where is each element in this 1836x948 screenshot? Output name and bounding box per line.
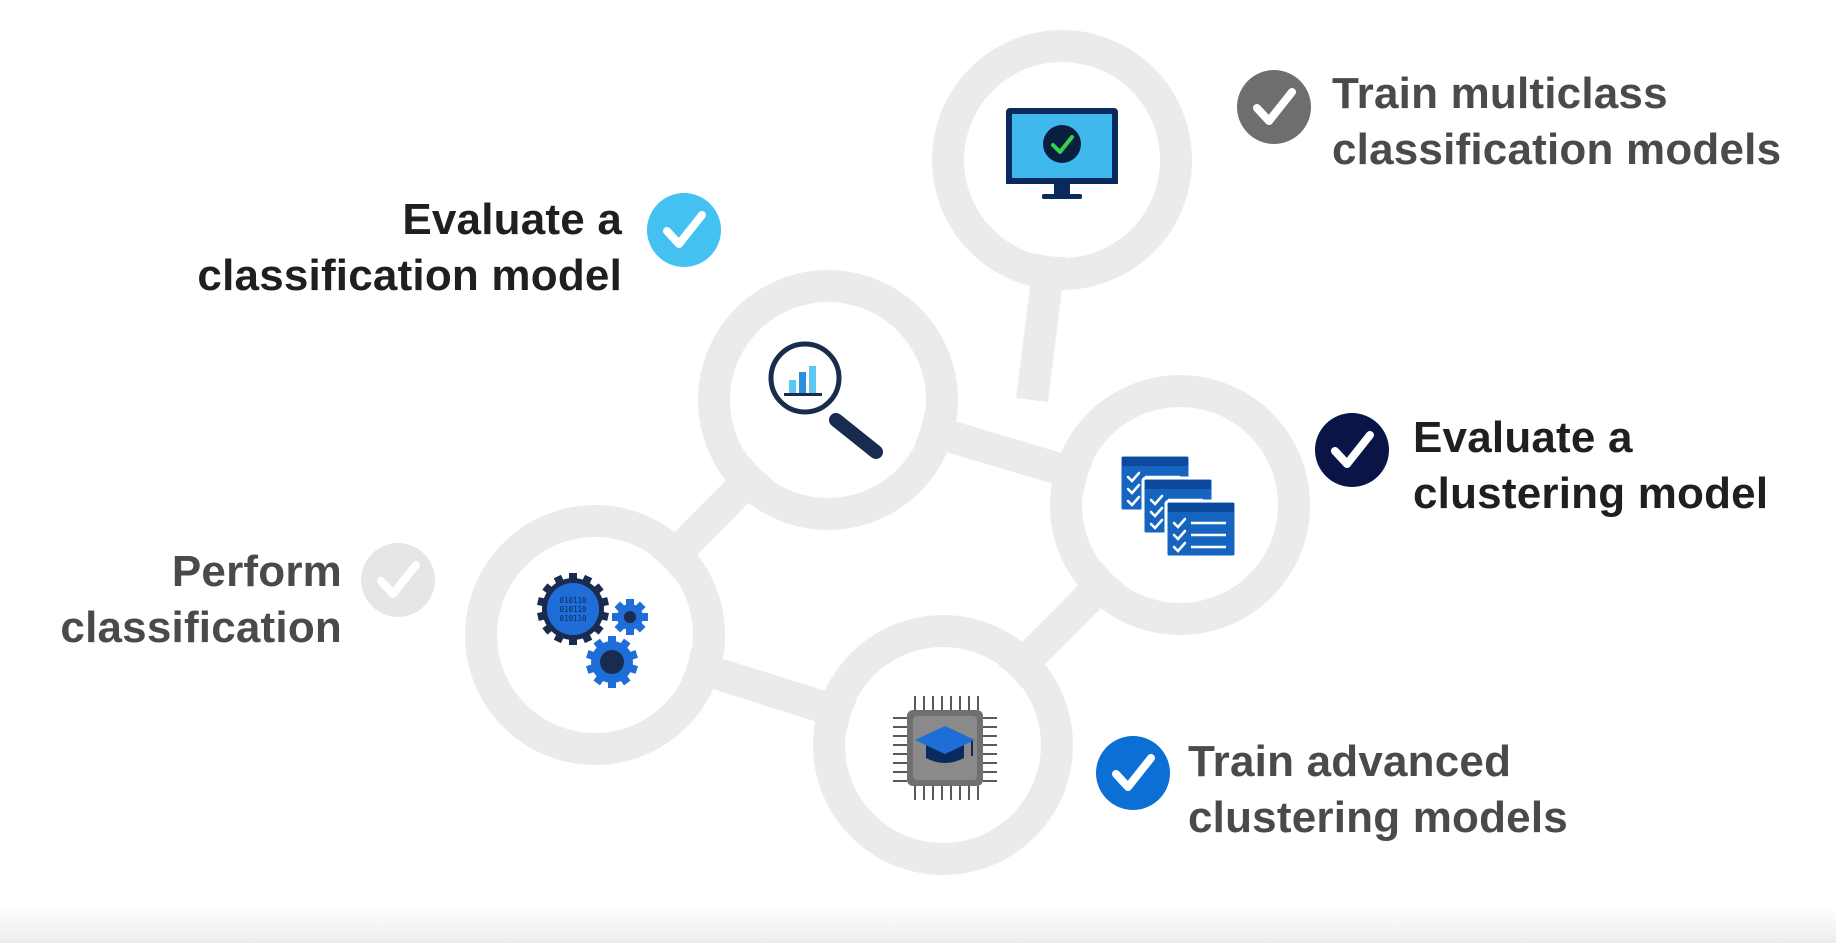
ring-checklist [1050, 375, 1310, 635]
label-line: classification model [197, 251, 622, 300]
step-train-advanced-clustering-label: Train advanced clustering models [1188, 734, 1568, 846]
ring-magnifier [698, 270, 958, 530]
ring-chip [813, 615, 1073, 875]
check-badge-icon [1237, 70, 1311, 144]
ring-monitor [932, 30, 1192, 290]
label-line: Train advanced [1188, 737, 1512, 786]
binary-text-line: 010110 [559, 614, 587, 623]
binary-text-line: 010110 [559, 605, 587, 614]
step-perform-classification-label: Perform classification [60, 544, 342, 656]
label-line: Evaluate a [1413, 413, 1633, 462]
bottom-shadow-band [0, 907, 1836, 943]
step-train-multiclass-label: Train multiclass classification models [1332, 66, 1781, 178]
ring-gears [465, 505, 725, 765]
binary-gears-icon: 010110 010110 010110 [537, 573, 648, 688]
step-evaluate-classification-label: Evaluate a classification model [197, 192, 622, 304]
check-badge-icon [361, 543, 435, 617]
magnifier-chart-icon [768, 341, 883, 459]
label-line: classification models [1332, 125, 1782, 174]
checklist-stack-icon [1118, 453, 1238, 559]
chip-graduation-icon [893, 696, 997, 800]
step-evaluate-clustering-label: Evaluate a clustering model [1413, 410, 1768, 522]
label-line: Train multiclass [1332, 69, 1668, 118]
monitor-check-icon [1006, 108, 1118, 199]
label-line: clustering models [1188, 793, 1568, 842]
label-line: classification [60, 603, 342, 652]
binary-text-line: 010110 [559, 596, 587, 605]
label-line: Perform [171, 547, 342, 596]
check-badge-icon [1315, 413, 1389, 487]
label-line: Evaluate a [402, 195, 622, 244]
check-badge-icon [1096, 736, 1170, 810]
label-line: clustering model [1413, 469, 1769, 518]
check-badge-icon [647, 193, 721, 267]
